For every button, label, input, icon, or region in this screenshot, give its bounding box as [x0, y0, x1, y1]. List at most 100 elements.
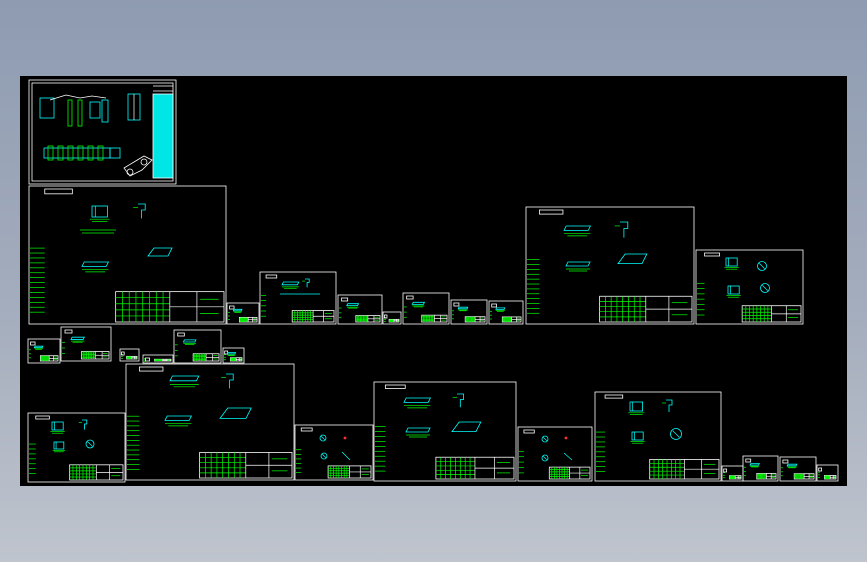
conveyor-line — [49, 94, 107, 101]
roller-icon — [87, 145, 94, 161]
sheet-15 — [173, 329, 222, 364]
roller-icon — [77, 145, 84, 161]
part-block-icon — [629, 401, 644, 412]
drawing-number-tag — [300, 427, 313, 432]
sheet-12 — [60, 326, 112, 362]
bar-part-icon — [281, 281, 300, 286]
bar-part-icon — [563, 225, 592, 231]
round-part-icon — [760, 283, 770, 293]
drawing-number-tag — [30, 341, 36, 346]
step-part-icon — [620, 221, 629, 238]
drawing-number-tag — [723, 468, 728, 473]
sheet-3 — [695, 249, 804, 325]
roller-icon — [57, 145, 64, 161]
machine-column-icon — [67, 99, 73, 127]
round-part-hatch — [672, 430, 680, 438]
overview-sheet-border — [28, 79, 177, 185]
sheet-17 — [125, 363, 295, 481]
round-part-icon — [320, 452, 328, 460]
machine-side-icon — [101, 99, 109, 123]
drawing-number-tag — [406, 295, 414, 300]
round-part-hatch — [759, 263, 765, 269]
bar-part-icon — [346, 303, 360, 307]
sheet-border — [816, 464, 839, 482]
step-part-icon — [457, 393, 464, 408]
bar-part-icon — [226, 352, 237, 355]
sheet-21 — [517, 426, 593, 482]
drawing-number-tag — [145, 357, 151, 362]
sheet-border — [60, 326, 112, 362]
wheel-icon — [140, 158, 148, 166]
round-part-hatch — [321, 453, 327, 459]
wedge-part-icon — [147, 247, 173, 257]
part-block-icon — [725, 257, 738, 267]
sheet-11 — [27, 338, 61, 364]
sheet-20 — [373, 381, 517, 482]
sheet-border — [594, 391, 722, 482]
sheet-4 — [259, 271, 337, 325]
sheet-border — [222, 347, 245, 364]
part-block-icon — [53, 441, 65, 450]
round-part-hatch — [762, 285, 768, 291]
wedge-part-icon — [451, 421, 482, 432]
step-part-icon — [666, 399, 673, 412]
red-marker-icon — [343, 436, 347, 440]
part-block-icon — [631, 431, 644, 441]
sheet-18 — [27, 412, 126, 483]
bar-part-icon — [169, 375, 200, 382]
wedge-part-icon — [617, 253, 648, 264]
step-part-icon — [226, 373, 234, 389]
roller-icon — [67, 145, 74, 161]
roller-icon — [97, 145, 104, 161]
sheet-border — [27, 412, 126, 483]
part-block-icon — [91, 205, 108, 218]
round-part-hatch — [320, 435, 326, 441]
wedge-part-icon — [219, 407, 252, 419]
sheet-border — [142, 354, 174, 364]
bar-part-icon — [232, 308, 243, 312]
drawing-number-tag — [229, 305, 235, 310]
sheet-border — [402, 292, 450, 325]
part-block-icon — [727, 285, 740, 295]
bar-part-icon — [403, 397, 432, 403]
isometric-view-icon — [123, 155, 153, 177]
part-block-icon — [51, 421, 64, 431]
sheet-border — [373, 381, 517, 482]
bar-part-icon — [182, 339, 197, 343]
round-part-icon — [85, 439, 95, 449]
drawing-canvas[interactable] — [20, 76, 847, 486]
drawing-number-tag — [64, 329, 73, 334]
round-part-icon — [541, 454, 549, 462]
red-marker-icon — [564, 436, 568, 440]
round-part-hatch — [87, 441, 93, 447]
sheet-border — [259, 271, 337, 325]
overview — [28, 79, 177, 185]
overview-title-panel — [152, 93, 174, 179]
sheet-border — [28, 185, 227, 325]
sheet-14 — [142, 354, 174, 364]
machine-column-icon — [77, 99, 83, 127]
step-part-icon — [82, 419, 88, 430]
bar-part-icon — [81, 261, 110, 267]
cad-model-space[interactable] — [20, 76, 847, 486]
sheet-19 — [294, 424, 374, 481]
sheet-10 — [382, 311, 402, 325]
round-part-hatch — [542, 455, 548, 461]
sheet-13 — [119, 348, 140, 362]
sheet-7 — [450, 299, 488, 325]
sheet-border — [125, 363, 295, 481]
sheet-26 — [816, 464, 839, 482]
round-part-icon — [670, 428, 682, 440]
sheet-16 — [222, 347, 245, 364]
sheet-border — [382, 311, 402, 325]
part-outline-line — [563, 452, 573, 461]
sheet-9 — [226, 302, 260, 325]
sheet-24 — [742, 455, 779, 482]
drawing-number-tag — [523, 429, 535, 434]
round-part-icon — [319, 434, 327, 442]
sheet-border — [450, 299, 488, 325]
sheet-2 — [525, 206, 695, 325]
drawing-number-tag — [704, 252, 720, 257]
drawing-number-tag — [121, 351, 125, 356]
bar-part-icon — [33, 345, 44, 349]
